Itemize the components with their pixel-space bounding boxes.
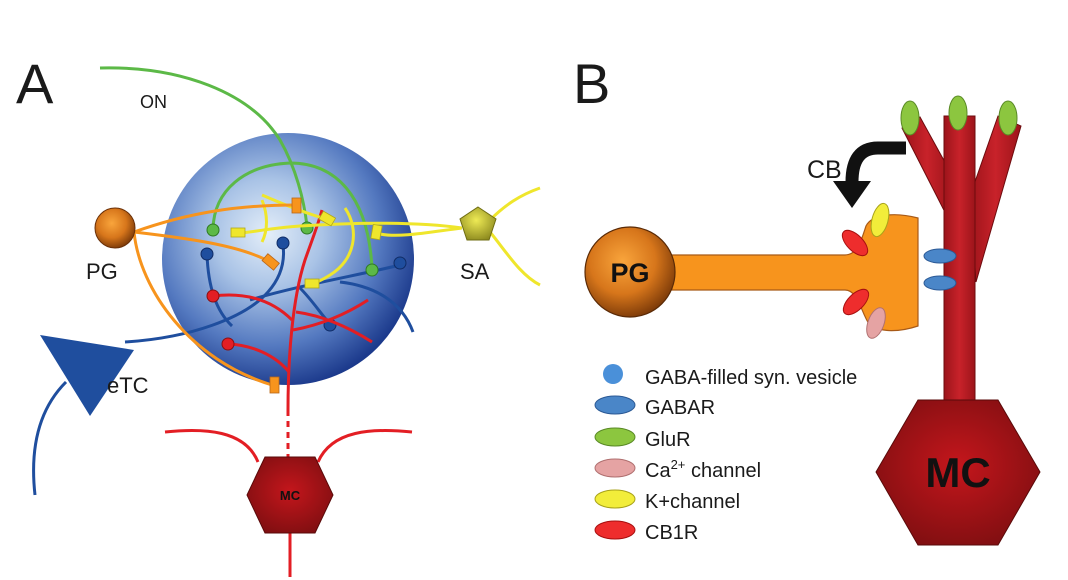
- pg-axon-lower: [132, 231, 273, 387]
- sa-dendrite-lower: [488, 231, 541, 287]
- on-label: ON: [140, 92, 167, 112]
- cb-label: CB: [807, 156, 842, 184]
- mc-label: MC: [280, 488, 301, 503]
- legend-label-ca-sup: 2+: [671, 457, 686, 472]
- glur-receptor: [948, 95, 968, 131]
- legend: GABA-filled syn. vesicle GABAR GluR Ca2+…: [594, 364, 857, 544]
- etc-branch-right: [339, 280, 415, 333]
- legend-label-ca-base: Ca: [645, 460, 671, 482]
- legend-label-cb1r: CB1R: [645, 522, 698, 544]
- gabar-receptor: [923, 275, 957, 291]
- pg-terminals: [261, 197, 302, 394]
- ca-channel: [866, 307, 886, 339]
- pg-processes: [132, 203, 297, 387]
- etc-terminal-dot: [200, 247, 214, 261]
- on-axon: [99, 66, 374, 269]
- legend-label-glur: GluR: [645, 429, 691, 451]
- sa-synapse: [304, 278, 320, 289]
- mc-lateral-dendrite-right: [316, 429, 413, 463]
- sa-dendrite-upper: [488, 186, 541, 222]
- legend-swatch-glur: [594, 427, 636, 447]
- legend-swatch-k-channel: [594, 489, 636, 509]
- legend-label-ca-suffix: channel: [685, 460, 761, 482]
- etc-label: eTC: [107, 373, 149, 398]
- etc-branch-mid: [249, 263, 401, 302]
- legend-swatch-vesicle: [603, 364, 623, 384]
- on-axon-arc: [211, 161, 374, 269]
- legend-swatch-gabar: [594, 395, 636, 415]
- cb-arrow-head: [833, 181, 871, 208]
- k-channel: [870, 202, 890, 238]
- panel-a-label: A: [16, 52, 54, 115]
- pg-synapse: [291, 197, 302, 214]
- mc-label-large: MC: [925, 449, 990, 496]
- on-terminal-dot: [365, 263, 379, 277]
- mc-soma-hexagon: [246, 456, 334, 534]
- sa-synapse: [230, 227, 246, 238]
- pg-label: PG: [86, 259, 118, 284]
- gabar-receptor: [923, 248, 957, 264]
- sa-synapse: [370, 223, 383, 241]
- cb1r-receptor: [841, 229, 869, 257]
- pg-label-large: PG: [610, 258, 649, 288]
- mc-dendrite-trunk: [943, 115, 976, 423]
- panel-b-label: B: [573, 52, 610, 115]
- sa-axon-short: [379, 226, 463, 237]
- legend-label-k-channel: K+channel: [645, 491, 740, 513]
- legend-label-ca-channel: Ca2+ channel: [645, 457, 761, 482]
- pg-synapse: [269, 376, 280, 394]
- etc-terminal-dot: [276, 236, 290, 250]
- sa-terminals: [230, 210, 383, 289]
- etc-terminals: [200, 236, 407, 332]
- sa-synapse: [318, 210, 337, 227]
- mc-tuft: [212, 209, 373, 411]
- pg-soma: [94, 207, 136, 249]
- mc-tuft-branch: [212, 293, 294, 322]
- mc-tuft-branch: [227, 342, 291, 373]
- cb-arrow-shaft: [845, 141, 906, 183]
- pg-soma-large: [584, 226, 676, 318]
- glur-receptor: [998, 100, 1018, 136]
- mc-dendrite-branch-right: [969, 115, 1022, 283]
- sa-label: SA: [460, 259, 490, 284]
- mc-lateral-dendrites: [164, 410, 413, 577]
- pg-synapse: [261, 253, 280, 271]
- legend-label-gabar: GABAR: [645, 397, 715, 419]
- etc-terminal-dot: [393, 256, 407, 270]
- legend-swatch-cb1r: [594, 520, 636, 540]
- mc-tuft-branch: [292, 298, 369, 332]
- cb1r-receptor: [842, 288, 870, 316]
- mc-tuft-terminals: [206, 289, 235, 351]
- sa-soma-pentagon: [459, 206, 497, 241]
- mc-lateral-dendrite-left: [164, 429, 260, 463]
- on-axon-main: [99, 66, 309, 227]
- etc-dendrite-lower: [32, 380, 68, 496]
- glur-receptor: [900, 100, 920, 136]
- mc-terminal-dot: [206, 289, 220, 303]
- pg-axon-upper: [133, 203, 297, 234]
- on-terminal-dot: [206, 223, 220, 237]
- pg-axon-mid: [133, 230, 271, 264]
- mc-tuft-branch: [295, 310, 373, 344]
- mc-terminal-dot: [221, 337, 235, 351]
- sa-axon-branch: [260, 199, 268, 243]
- legend-label-vesicle: GABA-filled syn. vesicle: [645, 367, 857, 389]
- legend-swatch-ca-channel: [594, 458, 636, 478]
- mc-soma-hexagon-large: [875, 399, 1041, 546]
- glur-receptors: [900, 95, 1018, 136]
- etc-soma-triangle: [40, 335, 134, 416]
- sa-axon-long: [239, 221, 463, 235]
